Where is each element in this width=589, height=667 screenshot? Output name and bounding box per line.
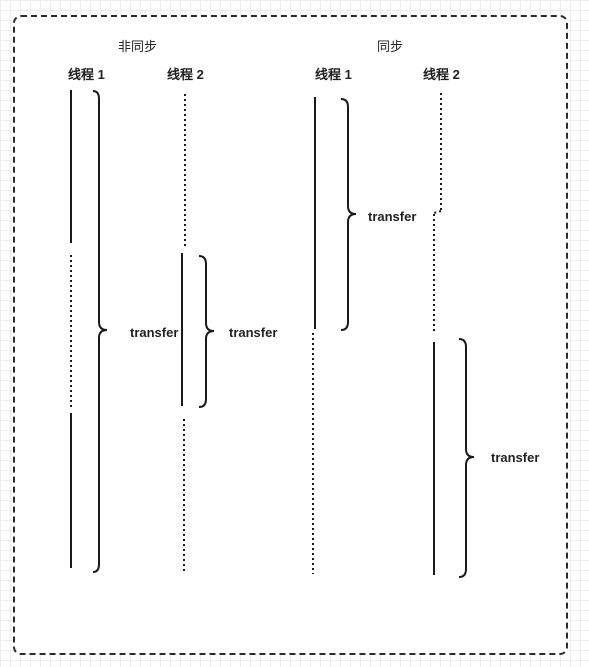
async-section-title: 非同步 — [118, 39, 158, 54]
async-thread1-label: 线程 1 — [68, 67, 105, 82]
async-thread1-transfer-brace — [92, 90, 108, 573]
sync-thread1-label: 线程 1 — [315, 67, 352, 82]
async-thread2-label: 线程 2 — [167, 67, 204, 82]
sync-thread2-label: 线程 2 — [423, 67, 460, 82]
sync-thread1-transfer-brace — [340, 98, 357, 331]
sync-thread2-transfer-label: transfer — [491, 450, 540, 465]
async-thread2-transfer-label: transfer — [229, 325, 278, 340]
sync-section-title: 同步 — [377, 39, 404, 54]
sync-thread2-transfer-brace — [458, 338, 475, 578]
diagram-frame — [13, 15, 568, 655]
async-thread2-transfer-brace — [198, 255, 215, 408]
sync-thread2-idle-connector — [433, 210, 442, 214]
async-thread1-transfer-label: transfer — [130, 325, 179, 340]
sync-thread1-transfer-label: transfer — [368, 209, 417, 224]
